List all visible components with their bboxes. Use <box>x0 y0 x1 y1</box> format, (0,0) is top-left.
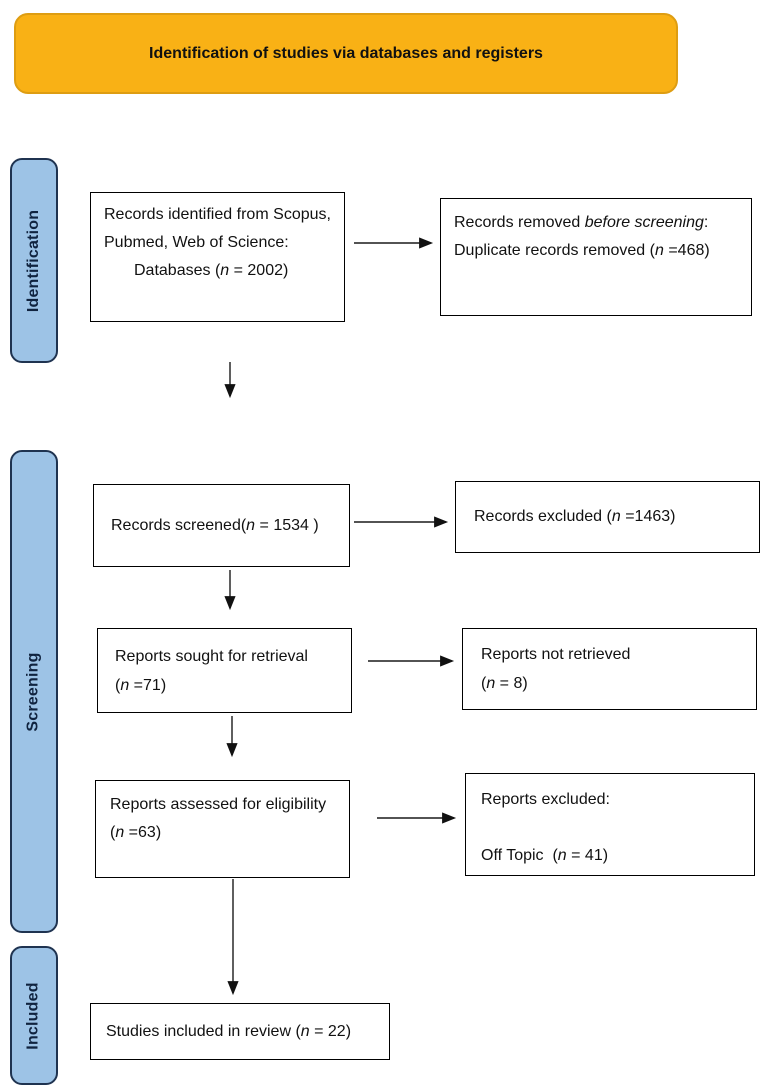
records-identified-box: Records identified from Scopus, Pubmed, … <box>90 192 345 322</box>
count-prefix: Off Topic ( <box>481 847 558 864</box>
n-italic: n <box>654 242 664 259</box>
records-identified-text: Records identified from Scopus, Pubmed, … <box>104 201 331 257</box>
records-screened-text: Records screened(n = 1534 ) <box>111 512 319 540</box>
records-screened-box: Records screened(n = 1534 ) <box>93 484 350 567</box>
title-banner-label: Identification of studies via databases … <box>149 44 543 62</box>
reports-sought-text: Reports sought for retrieval <box>115 647 308 665</box>
n-italic: n <box>115 824 125 841</box>
count-prefix: Studies included in review ( <box>106 1022 301 1040</box>
count-suffix: =71) <box>129 676 167 694</box>
count-suffix: = 22) <box>309 1022 352 1040</box>
studies-included-text: Studies included in review (n = 22) <box>106 1018 351 1046</box>
reports-not-retrieved-box: Reports not retrieved (n = 8) <box>462 628 757 710</box>
count-suffix: =1463) <box>620 508 676 525</box>
n-italic: n <box>220 262 230 279</box>
n-italic: n <box>486 675 496 692</box>
reports-not-retrieved-count: (n = 8) <box>481 669 756 698</box>
count-prefix: ( <box>115 676 121 694</box>
records-excluded-box: Records excluded (n =1463) <box>455 481 760 553</box>
n-italic: n <box>557 847 567 864</box>
count-suffix: =63) <box>124 824 162 841</box>
n-italic: n <box>120 676 130 694</box>
stage-identification-label: Identification <box>25 209 43 312</box>
n-italic: n <box>611 508 621 525</box>
records-removed-box: Records removed before screening: Duplic… <box>440 198 752 316</box>
reports-excluded-reason: Off Topic (n = 41) <box>481 842 739 870</box>
text-segment: : <box>703 214 709 231</box>
count-prefix: Duplicate records removed ( <box>454 242 655 259</box>
reports-sought-box: Reports sought for retrieval (n =71) <box>97 628 352 713</box>
count-suffix: =468) <box>663 242 710 259</box>
count-suffix: = 41) <box>566 847 609 864</box>
before-screening-italic: before screening <box>584 214 704 231</box>
duplicates-removed-count: Duplicate records removed (n =468) <box>454 237 738 265</box>
reports-excluded-heading: Reports excluded: <box>481 791 610 808</box>
count-prefix: Records screened( <box>111 516 247 534</box>
reports-assessed-text: Reports assessed for eligibility <box>110 796 327 813</box>
stage-screening-label: Screening <box>25 651 43 732</box>
count-suffix: = 2002) <box>229 262 289 279</box>
records-identified-count: Databases (n = 2002) <box>104 257 331 285</box>
reports-excluded-box: Reports excluded: Off Topic (n = 41) <box>465 773 755 876</box>
studies-included-box: Studies included in review (n = 22) <box>90 1003 390 1060</box>
reports-assessed-box: Reports assessed for eligibility (n =63) <box>95 780 350 878</box>
title-banner: Identification of studies via databases … <box>14 13 678 94</box>
reports-sought-count: (n =71) <box>115 671 351 700</box>
stage-identification: Identification <box>10 158 58 363</box>
count-prefix: ( <box>110 824 116 841</box>
stage-included: Included <box>10 946 58 1085</box>
count-prefix: Databases ( <box>134 262 221 279</box>
records-excluded-text: Records excluded (n =1463) <box>474 503 675 531</box>
records-removed-heading: Records removed before screening: <box>454 209 738 237</box>
text-segment: Records removed <box>454 214 585 231</box>
records-identified-line1: Records identified from Scopus, Pubmed, … <box>104 206 336 251</box>
n-italic: n <box>300 1022 310 1040</box>
stage-screening: Screening <box>10 450 58 933</box>
reports-not-retrieved-text: Reports not retrieved <box>481 646 631 663</box>
stage-included-label: Included <box>25 981 43 1050</box>
count-prefix: ( <box>481 675 487 692</box>
count-suffix: = 8) <box>495 675 528 692</box>
reports-assessed-count: (n =63) <box>110 819 335 847</box>
count-prefix: Records excluded ( <box>474 508 612 525</box>
count-suffix: = 1534 ) <box>255 516 319 534</box>
n-italic: n <box>246 516 256 534</box>
